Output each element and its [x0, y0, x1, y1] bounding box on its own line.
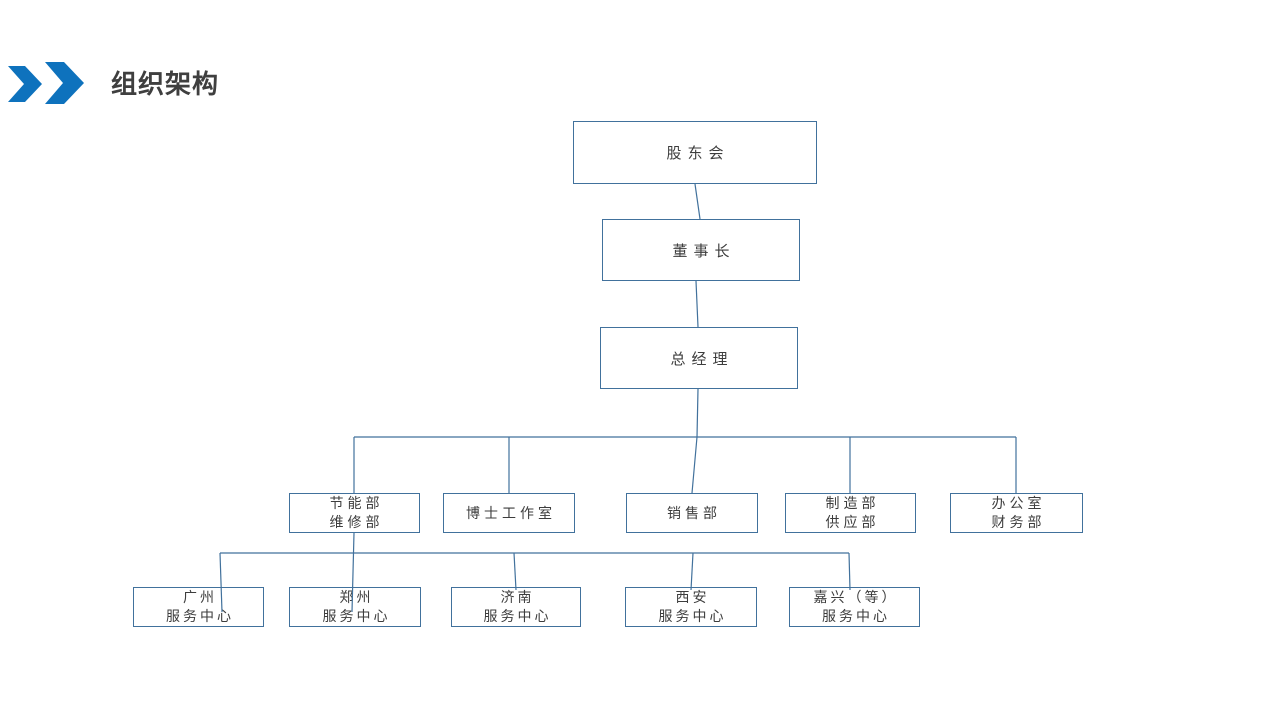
org-node-label: 董事长 [672, 242, 736, 260]
org-node-service-center-xian: 西安 服务中心 [625, 587, 757, 627]
org-node-label-line: 服务中心 [483, 608, 552, 624]
double-chevron-right-icon [8, 62, 84, 104]
org-node-shareholders: 股东会 [573, 121, 817, 184]
connector-line [696, 388, 699, 438]
org-node-service-center-zhengzhou: 郑州 服务中心 [289, 587, 421, 627]
org-node-label-line: 制造部 [825, 495, 880, 511]
connector-line [695, 280, 699, 328]
org-node-label-line: 郑州 [339, 589, 374, 605]
connector-line [513, 552, 517, 591]
slide-header: 组织架构 [0, 0, 1280, 110]
org-node-label-line: 服务中心 [322, 608, 391, 624]
org-node-general-manager: 总经理 [600, 327, 798, 389]
org-node-label-line: 节能部 [329, 495, 384, 511]
org-node-label: 股东会 [666, 145, 730, 162]
connector-line [848, 552, 851, 591]
org-node-dept-energy-maintenance: 节能部 维修部 [289, 493, 420, 533]
org-node-service-center-guangzhou: 广州 服务中心 [133, 587, 264, 627]
org-node-label-line: 维修部 [329, 514, 384, 530]
connector-line [694, 183, 701, 220]
org-node-label-line: 西安 [675, 589, 710, 605]
org-node-label-line: 财务部 [991, 514, 1046, 530]
org-node-label-line: 服务中心 [822, 608, 890, 624]
org-node-label-line: 服务中心 [166, 608, 234, 624]
org-node-label-line: 销售部 [667, 504, 721, 521]
org-node-dept-sales: 销售部 [626, 493, 758, 533]
connector-line [691, 436, 698, 494]
org-node-dept-manufacturing-supply: 制造部 供应部 [785, 493, 916, 533]
org-node-label-line: 服务中心 [658, 608, 727, 624]
org-node-dept-doctor-studio: 博士工作室 [443, 493, 575, 533]
org-node-label-line: 办公室 [991, 495, 1046, 511]
org-node-chairman: 董事长 [602, 219, 800, 281]
org-node-label-line: 博士工作室 [466, 504, 556, 521]
org-node-label-line: 广州 [183, 589, 217, 605]
org-node-service-center-jinan: 济南 服务中心 [451, 587, 581, 627]
org-node-label-line: 嘉兴（等） [813, 589, 899, 605]
page-title: 组织架构 [111, 69, 220, 99]
org-node-label-line: 济南 [500, 589, 535, 605]
org-node-label-line: 供应部 [825, 514, 880, 530]
connector-line [690, 552, 694, 591]
org-node-dept-office-finance: 办公室 财务部 [950, 493, 1083, 533]
org-node-service-center-jiaxing: 嘉兴（等） 服务中心 [789, 587, 920, 627]
org-node-label: 总经理 [670, 350, 734, 368]
